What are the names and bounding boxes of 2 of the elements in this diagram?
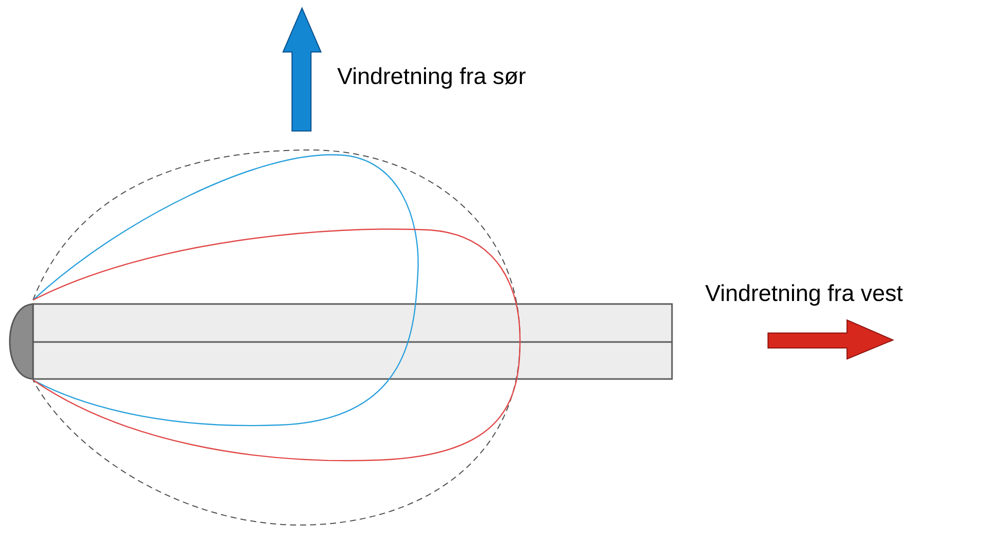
direction-label: Vindretning fra sør [337, 67, 526, 89]
direction-label: Vindretning fra vest [705, 284, 903, 306]
